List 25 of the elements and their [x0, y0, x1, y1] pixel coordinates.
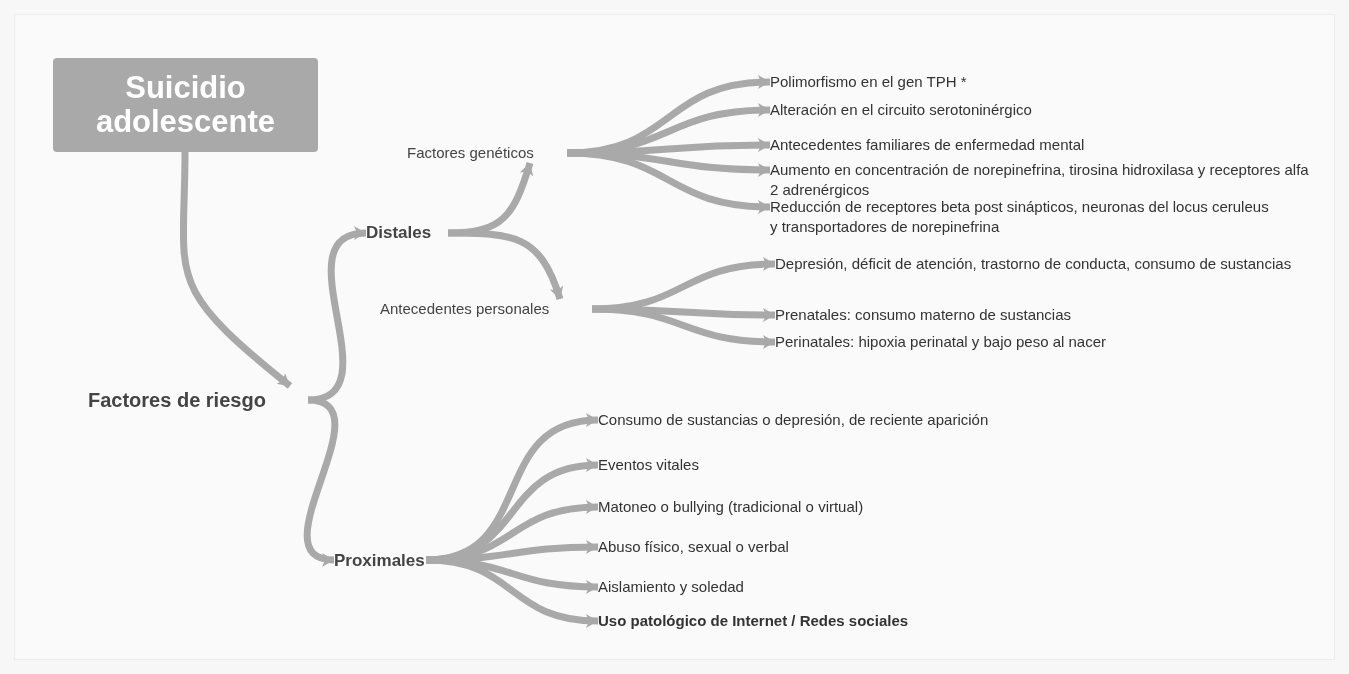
branch-connector — [591, 305, 776, 349]
leaf-label: Depresión, déficit de atención, trastorno de conducta, consumo de sustancias — [775, 254, 1315, 274]
topic-label: Factores de riesgo — [88, 386, 308, 414]
subtopic-label: Factores genéticos — [407, 143, 567, 163]
branch-connector — [425, 556, 599, 628]
leaf-label: Reducción de receptores beta post sinápticos, neuronas del locus ceruleus y transportadores de norepinefrina — [770, 197, 1275, 237]
topic-label: Distales — [366, 222, 448, 244]
branch-connector — [566, 149, 771, 214]
subtopic-label: Antecedentes personales — [380, 299, 592, 319]
leaf-label: Antecedentes familiares de enfermedad mental — [770, 135, 1349, 155]
leaf-label: Perinatales: hipoxia perinatal y bajo peso al nacer — [775, 332, 1349, 352]
leaf-label: Prenatales: consumo materno de sustancias — [775, 305, 1349, 325]
leaf-label: Matoneo o bullying (tradicional o virtual) — [598, 497, 1218, 517]
leaf-label: Eventos vitales — [598, 455, 1218, 475]
leaf-label: Polimorfismo en el gen TPH * — [770, 72, 1349, 92]
root-topic-box: Suicidio adolescente — [53, 58, 318, 152]
leaf-label: Abuso físico, sexual o verbal — [598, 537, 1218, 557]
leaf-label: Consumo de sustancias o depresión, de reciente aparición — [598, 410, 1218, 430]
leaf-label: Alteración en el circuito serotoninérgico — [770, 100, 1349, 120]
leaf-label: Uso patológico de Internet / Redes sociales — [598, 611, 1218, 631]
branch-connector — [179, 151, 293, 389]
leaf-label: Aislamiento y soledad — [598, 577, 1218, 597]
branch-connector — [303, 396, 339, 565]
topic-label: Proximales — [334, 550, 426, 572]
leaf-label: Aumento en concentración de norepinefrina, tirosina hidroxilasa y receptores alfa 2 adrenérgicos — [770, 160, 1318, 200]
